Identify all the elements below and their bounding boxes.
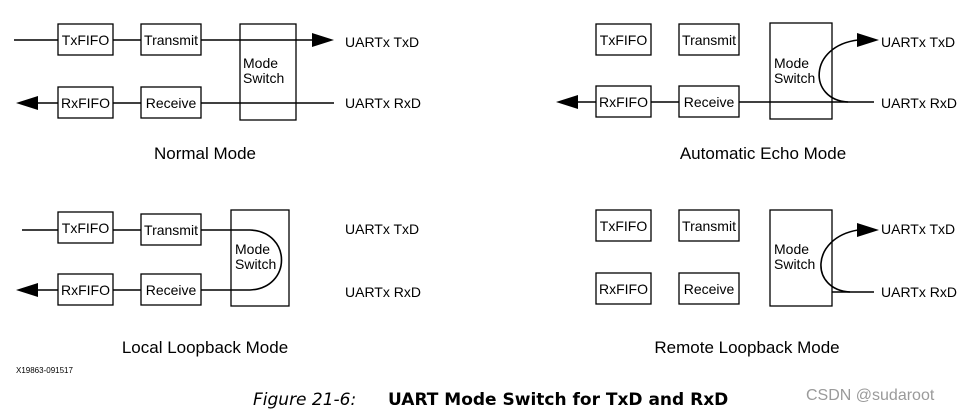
echo-mode-switch-block bbox=[769, 22, 833, 120]
remote-receive-label: Receive bbox=[684, 281, 735, 297]
echo-txd-arrow bbox=[857, 33, 879, 47]
echo-txd-label: UARTx TxD bbox=[881, 34, 955, 50]
echo-receive-block bbox=[678, 85, 740, 118]
panel-remote-loopback-mode: TxFIFO Transmit RxFIFO Receive Mode Swit… bbox=[595, 209, 957, 357]
local-mode-switch-label-1: Mode bbox=[235, 241, 270, 257]
normal-mode-title: Normal Mode bbox=[154, 144, 256, 163]
normal-receive-block bbox=[140, 86, 202, 119]
remote-loop-wire bbox=[820, 229, 862, 293]
echo-transmit-label: Transmit bbox=[682, 32, 736, 48]
echo-rxfifo-label: RxFIFO bbox=[599, 94, 648, 110]
echo-mode-switch-label-1: Mode bbox=[774, 55, 809, 71]
panel-automatic-echo-mode: TxFIFO Transmit RxFIFO Receive Mode Swit… bbox=[556, 22, 957, 163]
local-mode-switch-label-2: Switch bbox=[235, 256, 276, 272]
local-rxd-label: UARTx RxD bbox=[345, 284, 421, 300]
remote-rxd-label: UARTx RxD bbox=[881, 284, 957, 300]
normal-txfifo-label: TxFIFO bbox=[62, 32, 110, 48]
normal-mode-switch-block bbox=[239, 23, 297, 121]
echo-txfifo-label: TxFIFO bbox=[600, 32, 648, 48]
normal-rx-arrow bbox=[16, 96, 38, 110]
local-mode-switch-block bbox=[230, 209, 290, 307]
echo-rx-arrow bbox=[556, 95, 578, 109]
normal-mode-switch-label-2: Switch bbox=[243, 70, 284, 86]
local-txfifo-block bbox=[57, 211, 114, 244]
remote-txd-label: UARTx TxD bbox=[881, 221, 955, 237]
remote-mode-switch-block bbox=[769, 209, 833, 307]
normal-rxfifo-block bbox=[57, 86, 114, 119]
auto-echo-mode-title: Automatic Echo Mode bbox=[680, 144, 846, 163]
echo-receive-label: Receive bbox=[684, 94, 735, 110]
remote-mode-switch-label-2: Switch bbox=[774, 256, 815, 272]
local-txfifo-label: TxFIFO bbox=[62, 220, 110, 236]
normal-rxd-label: UARTx RxD bbox=[345, 95, 421, 111]
echo-rxfifo-block bbox=[595, 85, 652, 118]
local-receive-label: Receive bbox=[146, 282, 197, 298]
echo-transmit-block bbox=[678, 23, 740, 56]
local-rx-arrow bbox=[16, 283, 38, 297]
normal-txd-label: UARTx TxD bbox=[345, 34, 419, 50]
local-loopback-mode-title: Local Loopback Mode bbox=[122, 338, 288, 357]
remote-loopback-mode-title: Remote Loopback Mode bbox=[654, 338, 839, 357]
panel-local-loopback-mode: TxFIFO Transmit RxFIFO Receive Mode Swit… bbox=[16, 209, 421, 357]
normal-rxfifo-label: RxFIFO bbox=[61, 95, 110, 111]
remote-txfifo-block bbox=[595, 209, 652, 242]
local-rxfifo-label: RxFIFO bbox=[61, 282, 110, 298]
echo-txfifo-block bbox=[595, 23, 652, 56]
normal-receive-label: Receive bbox=[146, 95, 197, 111]
normal-txd-arrow bbox=[312, 33, 334, 47]
remote-receive-block bbox=[678, 272, 740, 305]
local-rxfifo-block bbox=[57, 273, 114, 306]
remote-rxfifo-block bbox=[595, 272, 652, 305]
remote-transmit-block bbox=[678, 209, 740, 242]
normal-mode-switch-label-1: Mode bbox=[243, 55, 278, 71]
panel-normal-mode: TxFIFO Transmit RxFIFO Receive Mode Swit… bbox=[14, 23, 421, 163]
local-transmit-block bbox=[140, 213, 202, 246]
local-txd-label: UARTx TxD bbox=[345, 221, 419, 237]
local-receive-block bbox=[140, 273, 202, 306]
echo-rxd-label: UARTx RxD bbox=[881, 95, 957, 111]
figure-title: UART Mode Switch for TxD and RxD bbox=[388, 390, 728, 410]
local-loop-wire bbox=[232, 229, 283, 291]
remote-transmit-label: Transmit bbox=[682, 218, 736, 234]
normal-transmit-label: Transmit bbox=[144, 32, 198, 48]
remote-rxfifo-label: RxFIFO bbox=[599, 281, 648, 297]
remote-mode-switch-label-1: Mode bbox=[774, 241, 809, 257]
remote-txfifo-label: TxFIFO bbox=[600, 218, 648, 234]
normal-txfifo-block bbox=[57, 23, 114, 56]
figure-number: Figure 21-6: bbox=[253, 390, 356, 410]
echo-loop-wire bbox=[818, 39, 862, 103]
figure-id: X19863-091517 bbox=[16, 366, 73, 375]
local-transmit-label: Transmit bbox=[144, 222, 198, 238]
normal-transmit-block bbox=[140, 23, 202, 56]
watermark: CSDN @sudaroot bbox=[806, 387, 935, 404]
remote-txd-arrow bbox=[857, 223, 879, 237]
echo-mode-switch-label-2: Switch bbox=[774, 70, 815, 86]
